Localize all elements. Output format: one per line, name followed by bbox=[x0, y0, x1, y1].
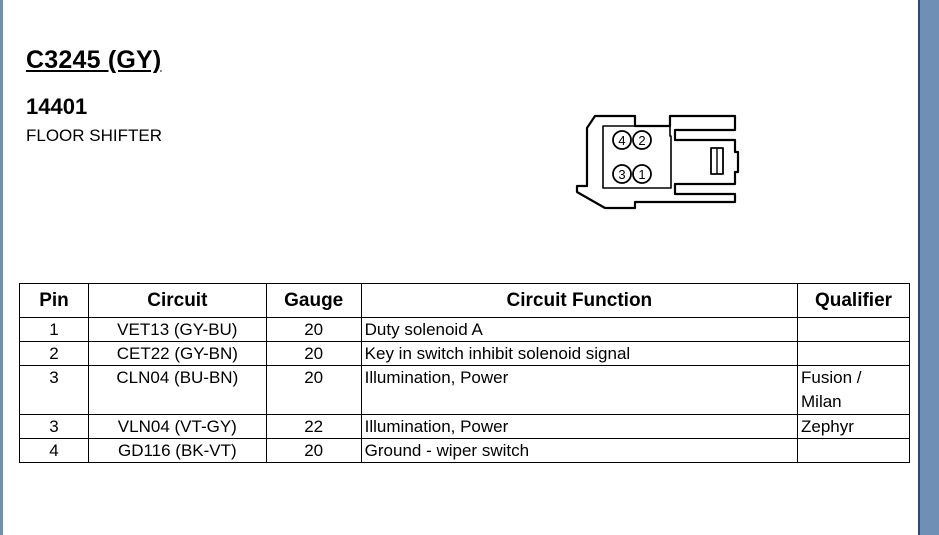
cell-pin: 4 bbox=[19, 438, 89, 463]
qualifier-line: Milan bbox=[801, 392, 842, 411]
header-circuit-function: Circuit Function bbox=[360, 283, 799, 318]
window-frame-divider bbox=[918, 0, 920, 535]
cell-circuit: VET13 (GY-BU) bbox=[87, 317, 267, 342]
cell-gauge: 20 bbox=[265, 365, 362, 415]
header-circuit: Circuit bbox=[87, 283, 267, 318]
connector-number: 14401 bbox=[26, 94, 88, 119]
header-qualifier: Qualifier bbox=[797, 283, 910, 318]
cell-pin: 2 bbox=[19, 341, 89, 366]
cell-pin: 3 bbox=[19, 365, 89, 415]
cell-gauge: 22 bbox=[265, 414, 362, 439]
cell-pin: 1 bbox=[19, 317, 89, 342]
cell-circuit: CLN04 (BU-BN) bbox=[87, 365, 267, 415]
connector-title: C3245 (GY) bbox=[26, 46, 162, 74]
cell-function: Duty solenoid A bbox=[360, 317, 799, 342]
cell-circuit: GD116 (BK-VT) bbox=[87, 438, 267, 463]
cell-circuit: CET22 (GY-BN) bbox=[87, 341, 267, 366]
pin-label: 1 bbox=[638, 167, 645, 182]
pin-table: Pin Circuit Gauge Circuit Function Quali… bbox=[19, 283, 910, 463]
table-row: 4 GD116 (BK-VT) 20 Ground - wiper switch bbox=[19, 438, 910, 463]
cell-gauge: 20 bbox=[265, 317, 362, 342]
cell-qualifier bbox=[797, 317, 910, 342]
cell-qualifier: Zephyr bbox=[797, 414, 910, 439]
cell-gauge: 20 bbox=[265, 341, 362, 366]
pin-label: 4 bbox=[618, 133, 625, 148]
cell-pin: 3 bbox=[19, 414, 89, 439]
cell-gauge: 20 bbox=[265, 438, 362, 463]
cell-function: Illumination, Power bbox=[360, 365, 799, 415]
table-row: 1 VET13 (GY-BU) 20 Duty solenoid A bbox=[19, 317, 910, 342]
connector-face-diagram: 4 2 3 1 bbox=[575, 114, 740, 210]
cell-qualifier bbox=[797, 438, 910, 463]
qualifier-line: Fusion / bbox=[801, 368, 862, 387]
connector-description: FLOOR SHIFTER bbox=[26, 126, 163, 145]
table-row: 2 CET22 (GY-BN) 20 Key in switch inhibit… bbox=[19, 341, 910, 366]
pin-circles bbox=[612, 130, 652, 184]
table-row: 3 CLN04 (BU-BN) 20 Illumination, Power F… bbox=[19, 365, 910, 415]
cell-circuit: VLN04 (VT-GY) bbox=[87, 414, 267, 439]
cell-function: Key in switch inhibit solenoid signal bbox=[360, 341, 799, 366]
cell-function: Illumination, Power bbox=[360, 414, 799, 439]
pin-label: 2 bbox=[638, 133, 645, 148]
cell-function: Ground - wiper switch bbox=[360, 438, 799, 463]
table-header-row: Pin Circuit Gauge Circuit Function Quali… bbox=[19, 283, 910, 318]
table-row: 3 VLN04 (VT-GY) 22 Illumination, Power Z… bbox=[19, 414, 910, 439]
window-frame-right bbox=[920, 0, 939, 535]
header-pin: Pin bbox=[19, 283, 89, 318]
pin-label: 3 bbox=[618, 167, 625, 182]
window-frame-left bbox=[0, 0, 3, 535]
cell-qualifier bbox=[797, 341, 910, 366]
header-gauge: Gauge bbox=[265, 283, 362, 318]
cell-qualifier: Fusion / Milan bbox=[797, 365, 910, 415]
